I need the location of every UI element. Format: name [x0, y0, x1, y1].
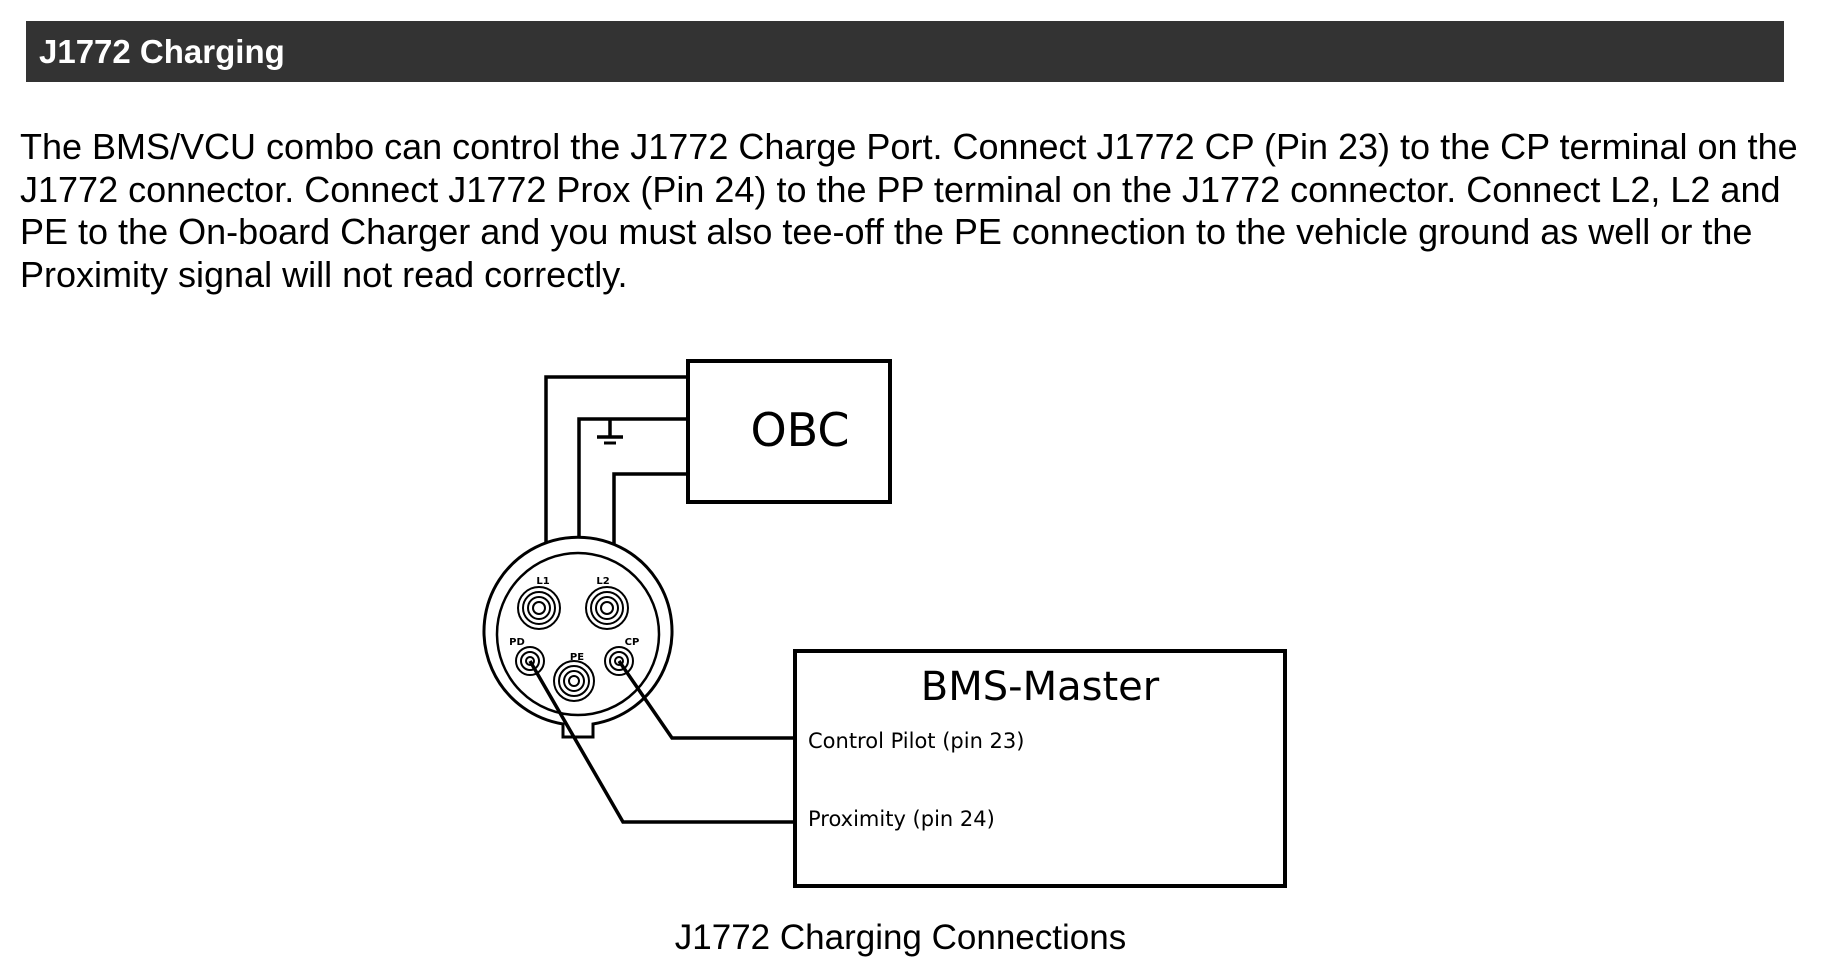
pin-label-cp: CP — [625, 637, 640, 648]
section-header: J1772 Charging — [26, 21, 1784, 82]
pin-label-pd: PD — [509, 637, 525, 648]
pin-label-l1: L1 — [536, 576, 549, 587]
pin-pd — [515, 646, 545, 676]
body-paragraph: The BMS/VCU combo can control the J1772 … — [20, 126, 1798, 295]
bms-master-box: BMS-Master Control Pilot (pin 23) Proxim… — [793, 649, 1287, 888]
bms-title: BMS-Master — [921, 664, 1160, 710]
pin-label-l2: L2 — [596, 576, 609, 587]
section-title: J1772 Charging — [39, 33, 285, 70]
pin-label-pe: PE — [570, 652, 584, 663]
ground-icon — [597, 419, 623, 445]
pin-pe — [553, 660, 595, 702]
connector-pin-labels: L1 L2 PD PE CP — [509, 576, 639, 663]
bms-wires — [528, 660, 795, 824]
pin-l2 — [585, 586, 629, 630]
obc-box: OBC — [686, 359, 892, 504]
wire-control-pilot — [617, 660, 795, 740]
bms-pin-control-pilot: Control Pilot (pin 23) — [808, 729, 1024, 753]
figure-caption: J1772 Charging Connections — [674, 918, 1127, 957]
obc-label: OBC — [750, 403, 849, 457]
j1772-connector — [482, 535, 674, 739]
wire-proximity — [528, 660, 795, 824]
pin-l1 — [517, 586, 561, 630]
pin-cp — [604, 646, 634, 676]
bms-pin-proximity: Proximity (pin 24) — [808, 807, 995, 831]
wire-l1 — [544, 375, 688, 604]
